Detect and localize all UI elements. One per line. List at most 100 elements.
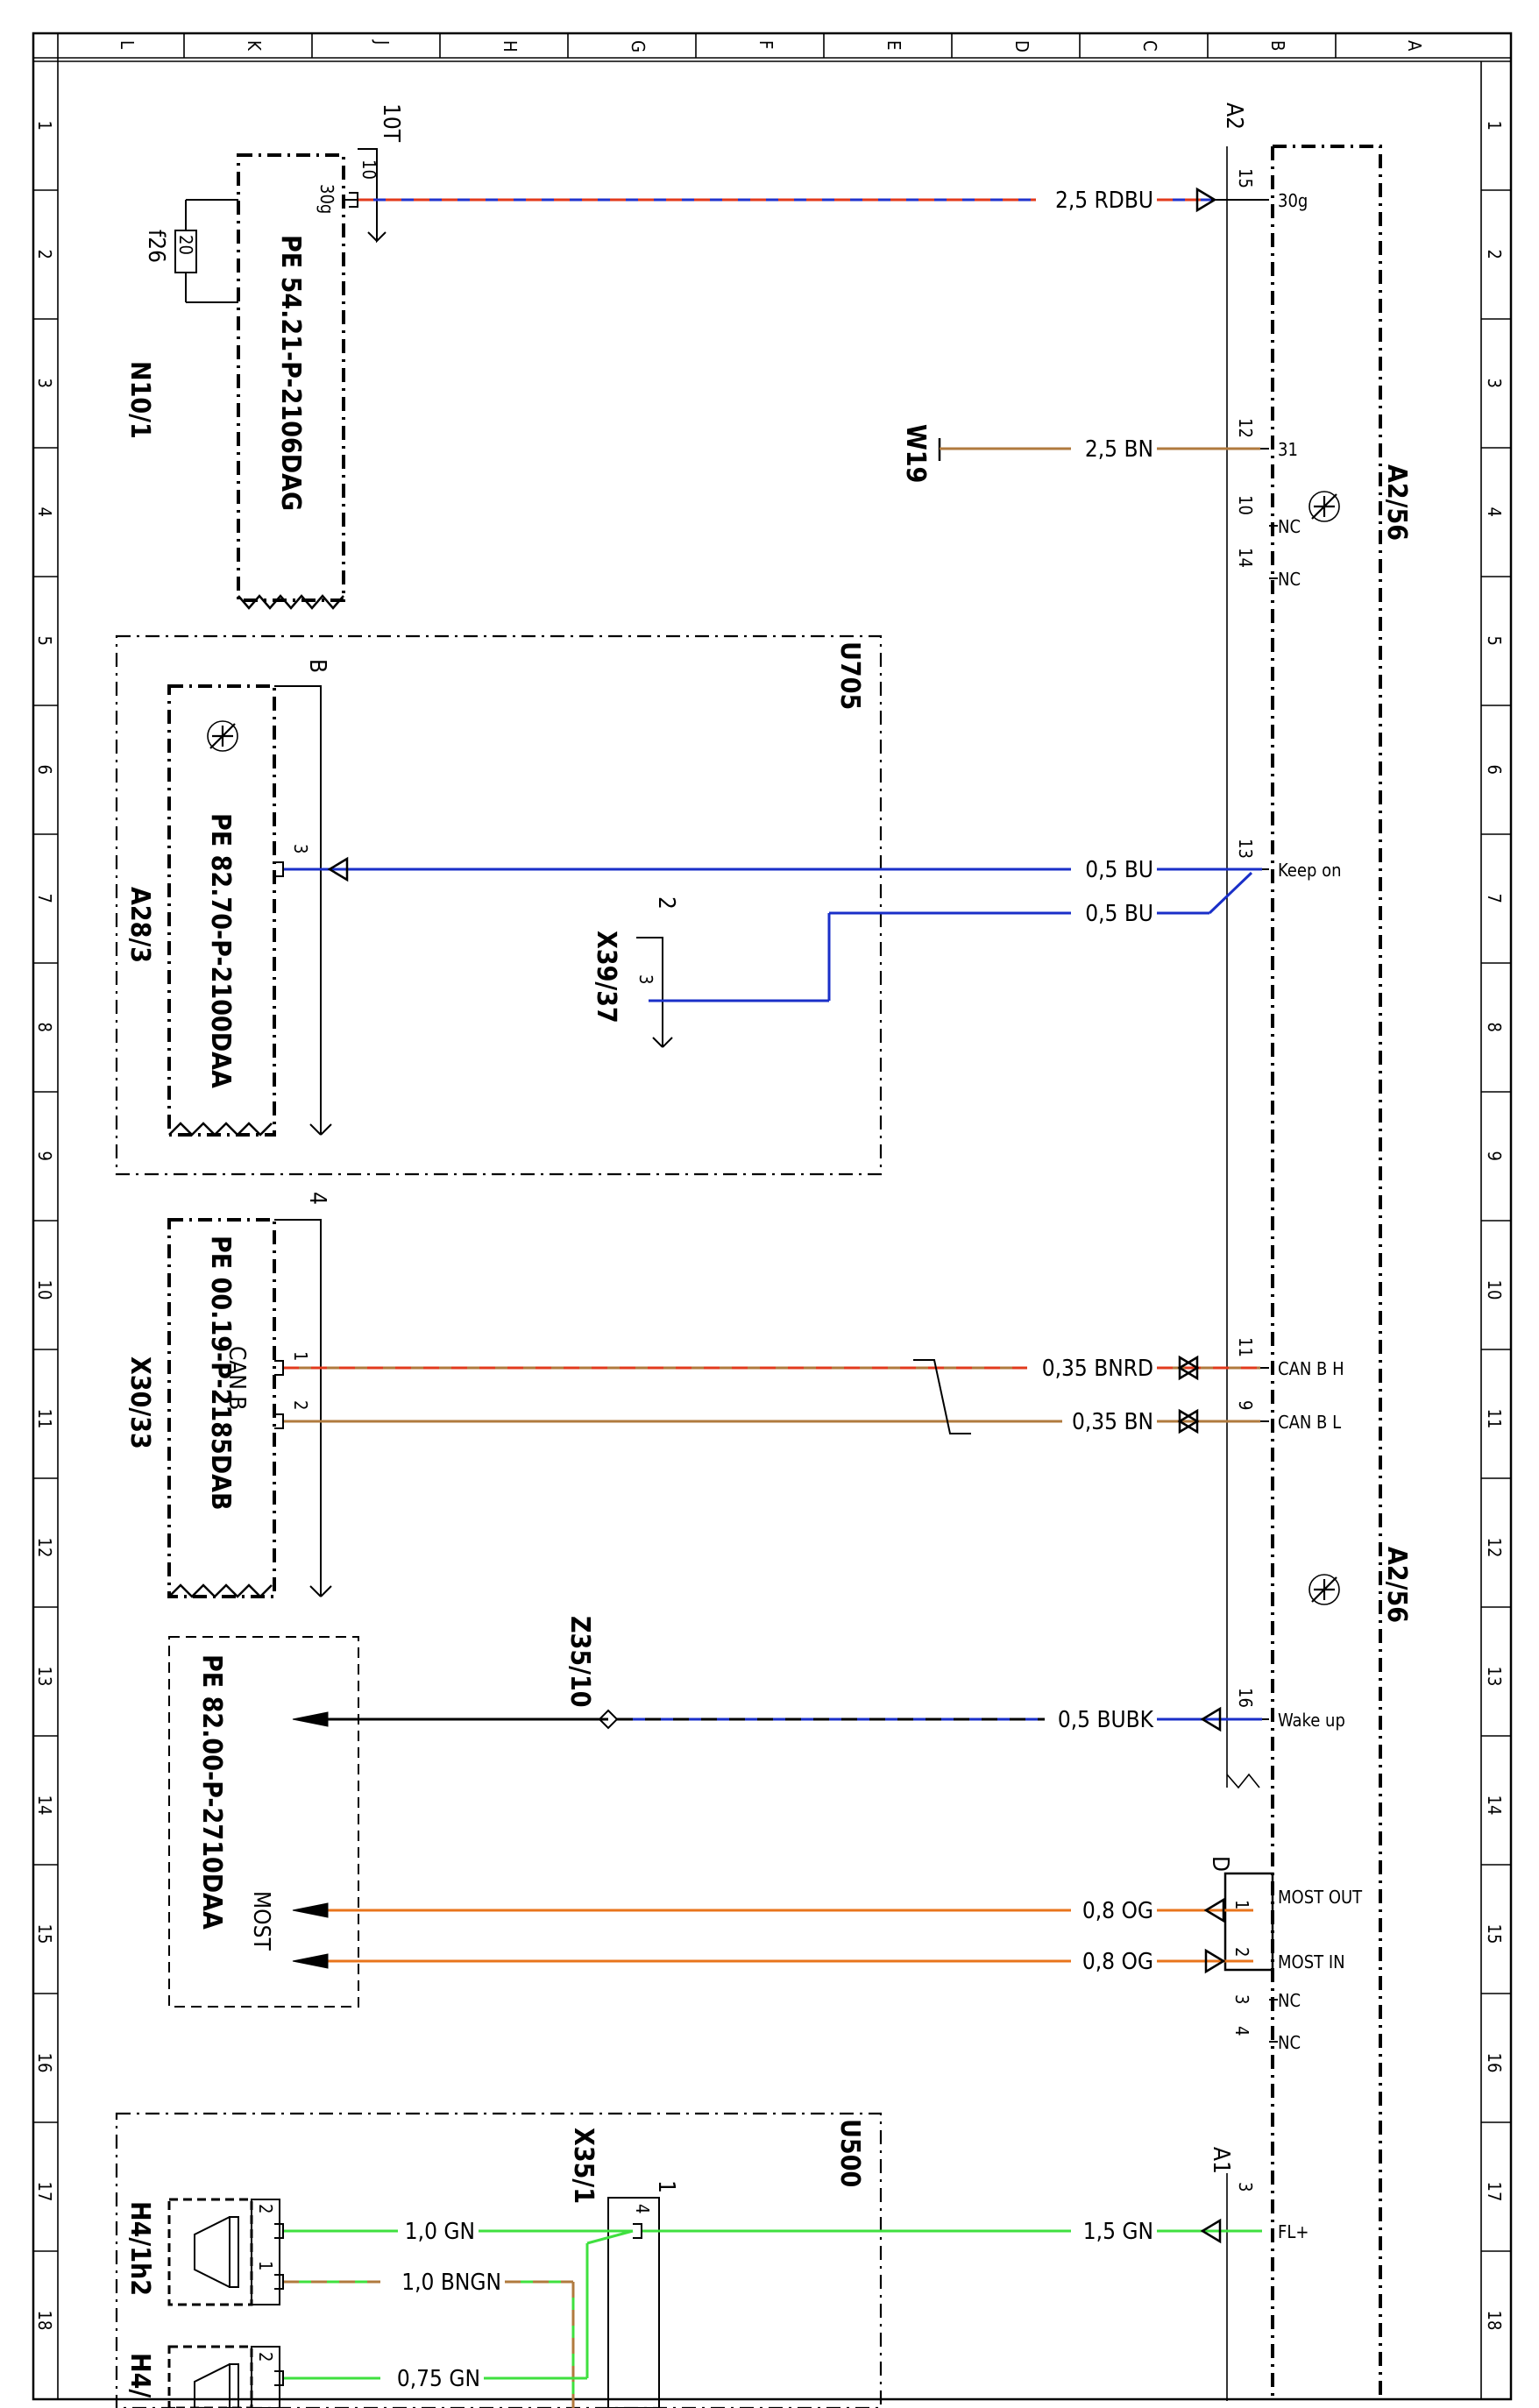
outer-frame [32, 32, 1513, 2401]
a2-pin-13: 13 Keep on [1211, 839, 1342, 881]
grid-row-label-right: 10 [1484, 1280, 1505, 1300]
pin-terminal [633, 2223, 642, 2239]
grid-row-label-right: 18 [1484, 2311, 1505, 2331]
a2-pin-12: 12 31 [1211, 418, 1298, 460]
z35-10-label: Z35/10 [564, 1616, 595, 1708]
svg-text:3: 3 [1231, 1994, 1252, 2004]
x30-33-pin1: 1 [290, 1351, 311, 1361]
svg-text:Keep on: Keep on [1278, 860, 1342, 881]
grid-row-label-right: 11 [1484, 1409, 1505, 1429]
grid-column-label: L [117, 40, 138, 49]
x39-37-label: X39/37 [591, 931, 621, 1023]
svg-text:31: 31 [1278, 439, 1298, 460]
a28-3-pin-number: 3 [290, 844, 311, 853]
n10-1-pin-number: 10 [358, 159, 379, 180]
a28-3-ground-symbol [207, 720, 238, 752]
x30-33-pin2: 2 [290, 1400, 311, 1410]
x35-1-label: X35/1 [568, 2128, 599, 2204]
h4-1h2-pin2: 2 [255, 2204, 276, 2213]
a2-pin-9: 9 CAN B L [1211, 1400, 1341, 1433]
wire-label: 1,5 GN [1083, 2219, 1153, 2245]
svg-text:A1: A1 [1208, 2147, 1234, 2174]
x30-33-bus-label: CAN B [223, 1346, 250, 1410]
grid-row-label-right: 6 [1484, 765, 1505, 775]
pin-terminal [274, 1360, 284, 1376]
svg-text:14: 14 [1235, 548, 1256, 568]
wire-label: 2,5 RDBU [1055, 188, 1153, 214]
x35-1-pin-number: 4 [632, 2204, 653, 2213]
w19-label: W19 [900, 424, 931, 483]
grid-row-label-right: 15 [1484, 1924, 1505, 1944]
a28-3-box-break [168, 1122, 273, 1137]
grid-row-label-left: 9 [34, 1151, 55, 1161]
svg-text:NC: NC [1278, 516, 1301, 537]
u705-label: U705 [834, 641, 865, 710]
a2-56-label-mid: A2/56 [1381, 1547, 1412, 1623]
pin-terminal [274, 2223, 284, 2239]
grid-row-label-left: 10 [34, 1280, 55, 1300]
x39-37-connector-label: 2 [653, 896, 679, 910]
svg-text:FL+: FL+ [1278, 2221, 1309, 2242]
wire-label: 1,0 BNGN [401, 2270, 501, 2296]
grid-column-label: J [372, 39, 393, 45]
a2-pin-16: 16 Wake up [1211, 1688, 1345, 1731]
svg-text:Wake up: Wake up [1278, 1710, 1345, 1731]
svg-text:MOST IN: MOST IN [1278, 1951, 1345, 1972]
wire-label: 0,8 OG [1082, 1898, 1153, 1924]
svg-text:30g: 30g [1278, 190, 1308, 211]
grid-row-label-left: 18 [34, 2311, 55, 2331]
grid-row-label-right: 2 [1484, 250, 1505, 259]
svg-text:4: 4 [1231, 2026, 1252, 2036]
svg-text:16: 16 [1235, 1688, 1256, 1708]
grid-row-label-left: 5 [34, 636, 55, 646]
svg-text:11: 11 [1235, 1337, 1256, 1357]
x35-1-connector-label: 1 [653, 2180, 679, 2193]
x30-33-box-break [168, 1583, 273, 1598]
grid-column-label: A [1404, 40, 1425, 52]
wire-label: 0,35 BNRD [1042, 1356, 1153, 1382]
grid-row-label-right: 1 [1484, 121, 1505, 131]
grid-row-label-right: 17 [1484, 2182, 1505, 2202]
a2-56-module-outline [1273, 145, 1382, 2401]
grid-row-label-left: 13 [34, 1667, 55, 1687]
svg-text:1: 1 [1231, 1900, 1252, 1909]
a2-56-label-top: A2/56 [1381, 464, 1412, 541]
n10-1-label: N10/1 [124, 361, 155, 439]
a2-pin-11: 11 CAN B H [1211, 1337, 1344, 1379]
wire-label: 0,5 BU [1085, 901, 1153, 927]
ground-symbol-top [1309, 491, 1340, 522]
h4-1h2-speaker [167, 2198, 280, 2306]
a1-connector: A1 3 FL+ [1208, 2147, 1309, 2242]
wire-label: 0,8 OG [1082, 1949, 1153, 1975]
a2-pin-14: 14 NC [1235, 548, 1301, 590]
pin-terminal [274, 2274, 284, 2290]
grid-row-label-left: 17 [34, 2182, 55, 2202]
svg-text:CAN B L: CAN B L [1278, 1412, 1341, 1433]
wire-label: 0,5 BU [1085, 857, 1153, 883]
x30-33-doc-ref: PE 00.19-P-2185DAB [205, 1236, 236, 1511]
grid-column-label: D [1011, 40, 1032, 53]
svg-text:2: 2 [1231, 1947, 1252, 1957]
arrow-filled [292, 1711, 329, 1727]
a28-3-connector-label: B [304, 659, 330, 673]
a28-3-connector-outline [274, 685, 332, 1136]
grid-column-label: H [500, 40, 521, 53]
wire-label: 0,75 GN [397, 2366, 480, 2392]
wire-segment [1208, 871, 1253, 915]
wire-label: 1,0 GN [405, 2219, 475, 2245]
grid-row-label-left: 4 [34, 507, 55, 517]
arrow-filled [292, 1902, 329, 1918]
grid-row-label-left: 8 [34, 1023, 55, 1032]
wire-label: 2,5 BN [1085, 436, 1153, 463]
a2-connector-break [1226, 1773, 1260, 1789]
grid-row-label-left: 16 [34, 2053, 55, 2073]
wire-segment [586, 2229, 634, 2245]
grid-row-label-right: 5 [1484, 636, 1505, 646]
arrow-left [327, 856, 349, 882]
arrow-left [1200, 2218, 1222, 2244]
grid-row-label-left: 11 [34, 1409, 55, 1429]
grid-row-label-left: 7 [34, 894, 55, 903]
fuse-label: f26 [143, 230, 169, 263]
grid-column-label: G [628, 40, 649, 53]
